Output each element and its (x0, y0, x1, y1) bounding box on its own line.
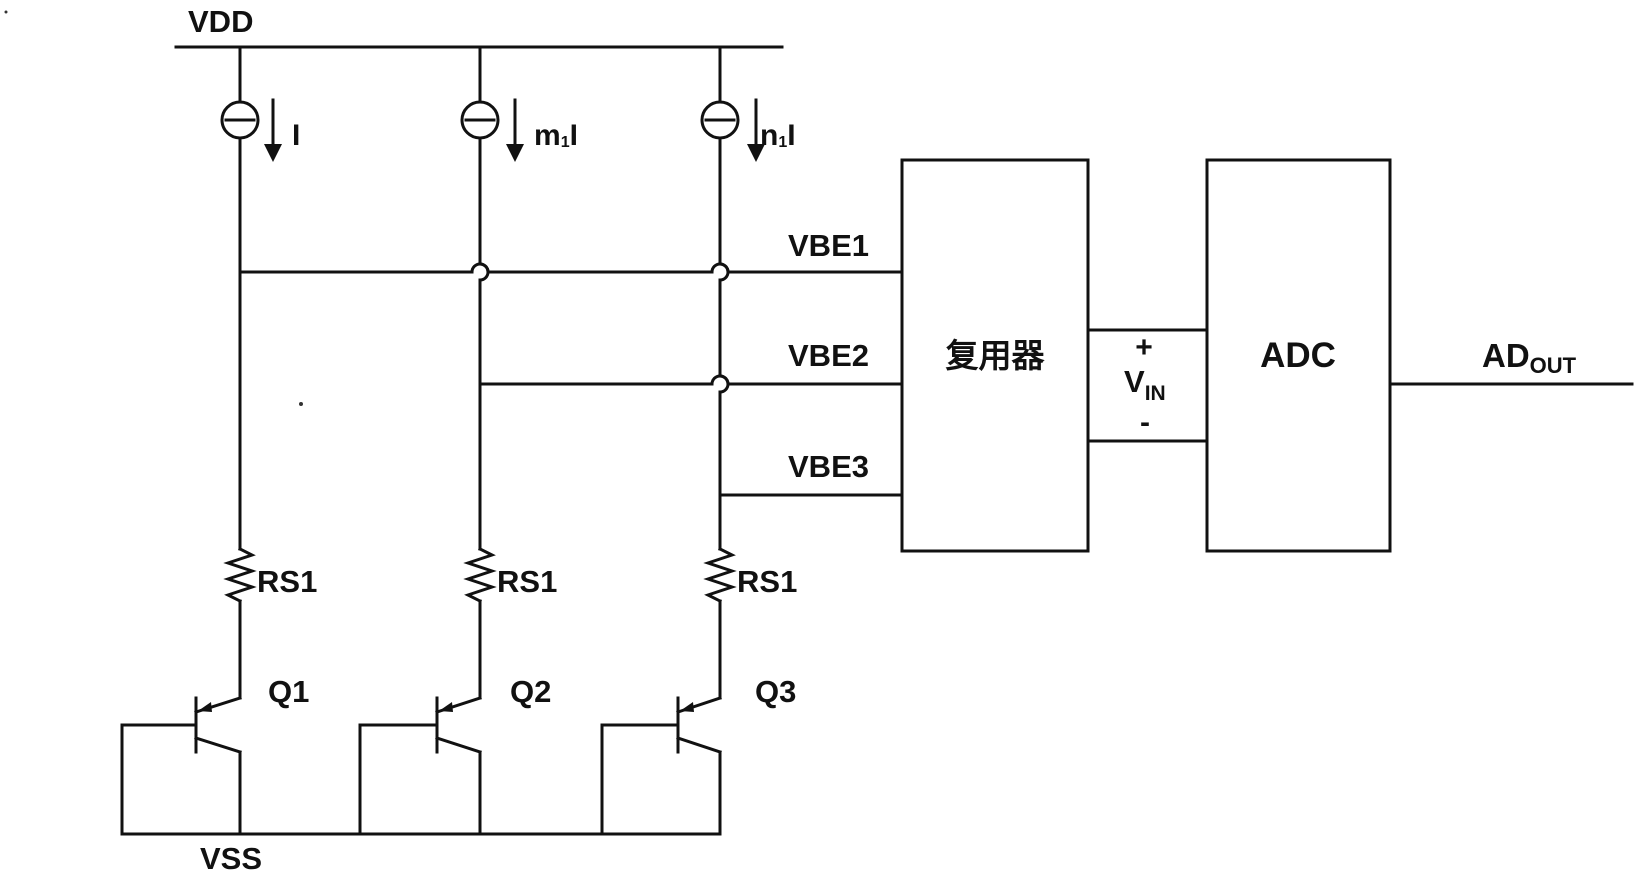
branch-1: I RS1 Q1 (122, 47, 317, 834)
vbe1-label: VBE1 (788, 228, 869, 263)
vbe2-line (480, 376, 902, 384)
transistor-q2 (437, 698, 480, 752)
multiplexer-label: 复用器 (946, 336, 1046, 375)
current-label-1: I (292, 119, 300, 152)
current-source-1 (222, 102, 258, 138)
base-tie-3 (602, 725, 678, 834)
resistor-label-1: RS1 (257, 564, 317, 599)
resistor-label-3: RS1 (737, 564, 797, 599)
current-label-2: m1I (534, 119, 578, 152)
vin-label: VIN (1124, 364, 1166, 405)
output-label: ADOUT (1482, 337, 1577, 378)
current-arrow-2 (506, 100, 524, 162)
current-arrow-1 (264, 100, 282, 162)
resistor-rs1-1 (228, 549, 252, 601)
current-label-3: n1I (760, 119, 796, 152)
branch-2: m1I RS1 Q2 (360, 47, 578, 834)
base-tie-1 (122, 725, 196, 834)
base-tie-2 (360, 725, 437, 834)
vdd-label: VDD (188, 4, 253, 39)
transistor-label-q3: Q3 (755, 674, 796, 709)
transistor-label-q1: Q1 (268, 674, 309, 709)
speck-dot (5, 11, 8, 14)
branch-3: n1I RS1 Q3 (602, 47, 797, 834)
current-source-2 (462, 102, 498, 138)
transistor-q1 (196, 698, 240, 752)
vin-plus-label: + (1135, 331, 1153, 364)
vbe3-label: VBE3 (788, 449, 869, 484)
resistor-rs1-3 (708, 549, 732, 601)
vin-minus-label: - (1140, 406, 1150, 439)
vbe2-label: VBE2 (788, 338, 869, 373)
speck-dot (299, 402, 303, 406)
adc-label: ADC (1260, 336, 1336, 375)
vss-label: VSS (200, 841, 262, 873)
vbe1-line (240, 264, 902, 272)
transistor-label-q2: Q2 (510, 674, 551, 709)
resistor-rs1-2 (468, 549, 492, 601)
transistor-q3 (678, 698, 720, 752)
resistor-label-2: RS1 (497, 564, 557, 599)
current-source-3 (702, 102, 738, 138)
